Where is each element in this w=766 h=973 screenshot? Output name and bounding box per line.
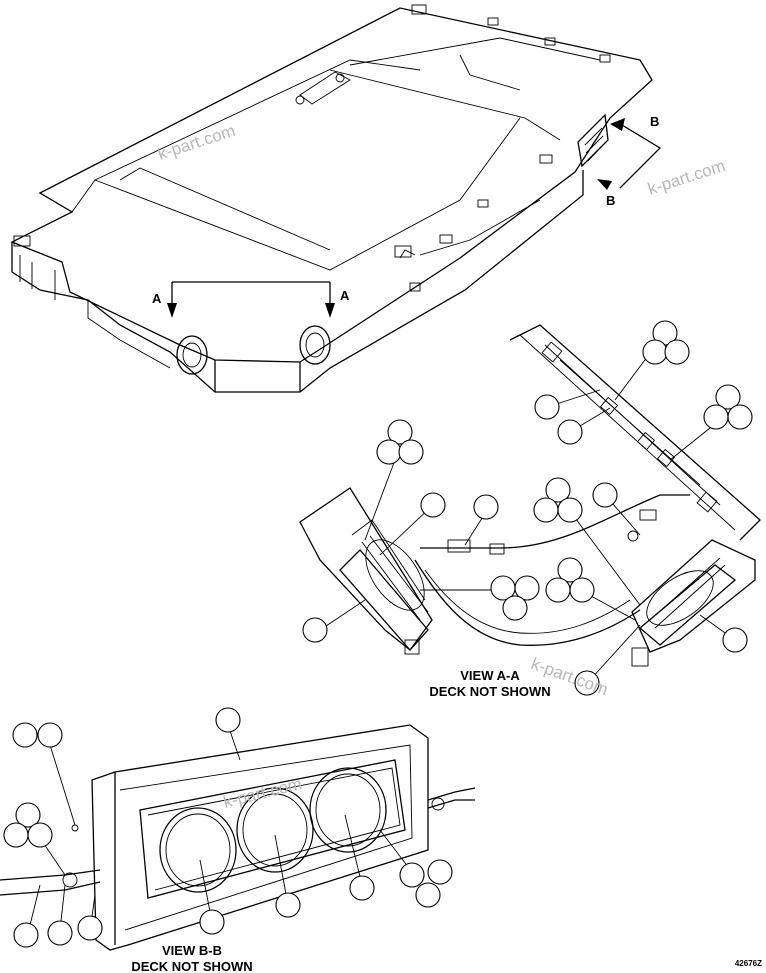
view-b-b-title: VIEW B-B	[162, 943, 222, 958]
section-arrows-a: A A	[152, 281, 350, 318]
section-arrows-b: B B	[597, 114, 662, 208]
deck-assembly	[10, 4, 653, 393]
section-label-a-right: A	[340, 288, 350, 303]
view-a-a-title: VIEW A-A	[460, 668, 520, 683]
section-label-a-left: A	[152, 291, 162, 306]
section-label-b-bottom: B	[606, 193, 615, 208]
view-b-b-drawing	[0, 724, 476, 951]
watermark-view-b: k-part.com	[221, 774, 304, 812]
view-b-b-subtitle: DECK NOT SHOWN	[131, 959, 252, 973]
watermark-top-right: k-part.com	[645, 156, 727, 199]
view-a-a-caption: VIEW A-A DECK NOT SHOWN	[429, 668, 550, 699]
section-label-b-top: B	[650, 114, 659, 129]
watermarks: k-part.com k-part.com k-part.com k-part.…	[155, 121, 727, 812]
view-a-a-subtitle: DECK NOT SHOWN	[429, 684, 550, 699]
view-b-b-caption: VIEW B-B DECK NOT SHOWN	[131, 943, 252, 973]
figure-number: 42676Z	[735, 959, 762, 968]
callout-balloons	[3, 320, 753, 948]
view-a-a-drawing	[299, 324, 761, 667]
